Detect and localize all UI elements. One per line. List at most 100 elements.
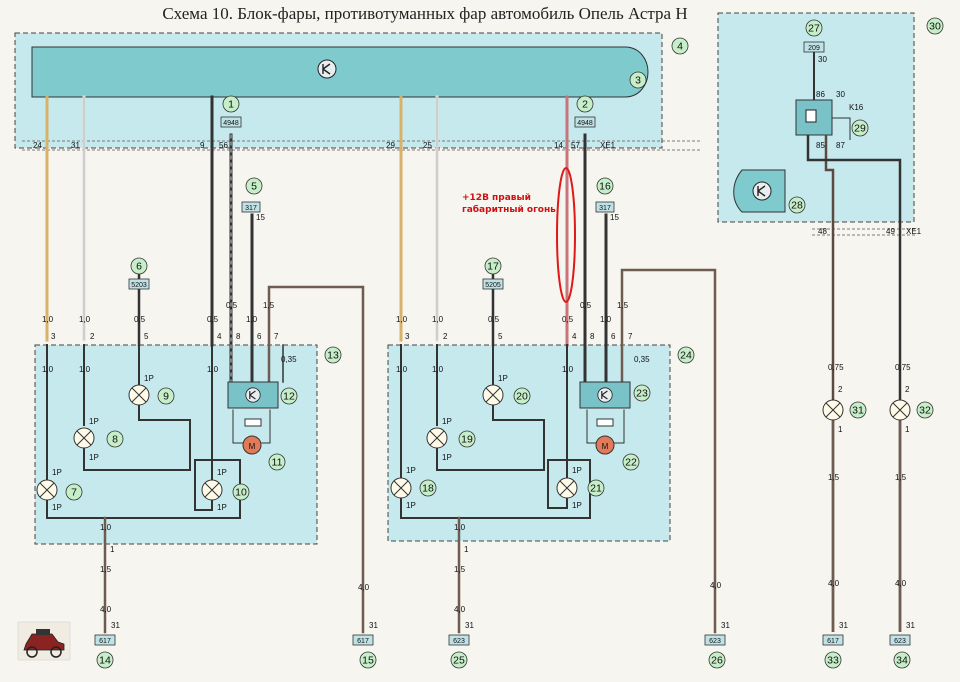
callout-circle: [130, 257, 148, 275]
svg-text:0,75: 0,75: [828, 363, 844, 372]
callout-circle: [671, 37, 689, 55]
wire-tag: 317: [245, 205, 257, 212]
svg-text:1,0: 1,0: [100, 523, 112, 532]
component-number: 25: [453, 655, 465, 667]
svg-text:24: 24: [33, 141, 42, 150]
svg-text:1,5: 1,5: [100, 565, 112, 574]
ground-tags: 617 617 623 623 1,0 617 623: [94, 634, 911, 646]
motor-icon: [595, 435, 615, 455]
svg-text:1P: 1P: [144, 374, 154, 383]
wire-tag: 4948: [223, 120, 239, 127]
svg-text:2: 2: [838, 385, 843, 394]
svg-text:1P: 1P: [572, 501, 582, 510]
callout-circle: [106, 430, 124, 448]
svg-text:6: 6: [611, 332, 616, 341]
callout-circle: [245, 177, 263, 195]
svg-text:1P: 1P: [572, 466, 582, 475]
leveling-actuator-left: M: [227, 381, 279, 455]
svg-text:4,0: 4,0: [828, 579, 840, 588]
svg-text:1,0: 1,0: [79, 315, 91, 324]
svg-text:5: 5: [144, 332, 149, 341]
svg-text:1: 1: [905, 425, 910, 434]
svg-text:15: 15: [610, 213, 619, 222]
svg-text:0,35: 0,35: [634, 355, 650, 364]
svg-text:1,0: 1,0: [600, 315, 612, 324]
svg-text:31: 31: [839, 621, 848, 630]
svg-text:1,5: 1,5: [454, 565, 466, 574]
component-number: 1: [228, 99, 234, 111]
svg-text:30: 30: [818, 55, 827, 64]
svg-text:1,0: 1,0: [42, 315, 54, 324]
component-number: 19: [461, 434, 473, 446]
svg-text:31: 31: [465, 621, 474, 630]
lamp-icon: [889, 399, 911, 421]
component-number: 9: [163, 391, 169, 403]
svg-text:85: 85: [816, 141, 825, 150]
component-number: 28: [791, 200, 803, 212]
wires-right: [399, 95, 717, 634]
svg-text:1: 1: [110, 545, 115, 554]
callout-circle: [893, 651, 911, 669]
callout-circle: [513, 387, 531, 405]
callout-circle: [622, 453, 640, 471]
callout-circle: [708, 651, 726, 669]
svg-text:86: 86: [816, 90, 825, 99]
callout-circle: [458, 430, 476, 448]
svg-text:7: 7: [274, 332, 279, 341]
svg-text:1,0: 1,0: [246, 315, 258, 324]
callout-circle: [788, 196, 806, 214]
svg-text:3: 3: [405, 332, 410, 341]
component-number: 32: [919, 405, 931, 417]
control-unit-icon: [752, 181, 772, 201]
component-number: 27: [808, 23, 820, 35]
lamp-icon: [201, 479, 223, 501]
highlight-ellipse: [556, 167, 576, 303]
svg-text:0,35: 0,35: [281, 355, 297, 364]
lamp-icon: [128, 384, 150, 406]
svg-text:56: 56: [219, 141, 228, 150]
svg-text:1,5: 1,5: [895, 473, 907, 482]
svg-text:3: 3: [51, 332, 56, 341]
svg-text:29: 29: [386, 141, 395, 150]
connector-label: XE1: [600, 141, 616, 150]
callout-circle: [587, 479, 605, 497]
svg-text:6: 6: [257, 332, 262, 341]
callout-circle: [484, 257, 502, 275]
callout-circle: [926, 17, 944, 35]
component-number: 29: [854, 123, 866, 135]
component-number: 3: [635, 75, 641, 87]
component-number: 20: [516, 391, 528, 403]
callout-circle: [805, 19, 823, 37]
lamp-icon: [482, 384, 504, 406]
component-number: 17: [487, 261, 499, 273]
lamp-icon: [36, 479, 58, 501]
component-number: 26: [711, 655, 723, 667]
wire-tag: 317: [599, 205, 611, 212]
svg-text:0,5: 0,5: [226, 301, 238, 310]
motor-icon: [242, 435, 262, 455]
svg-text:1P: 1P: [498, 374, 508, 383]
wire-tag: 617: [827, 638, 839, 645]
component-number: 21: [590, 483, 602, 495]
top-wire-tags: 4948 4948 317 317 5203 5205 209: [128, 41, 825, 290]
callout-circle: [633, 384, 651, 402]
lamp-icon: [426, 427, 448, 449]
svg-text:1: 1: [838, 425, 843, 434]
callout-circle: [65, 483, 83, 501]
component-number: 23: [636, 388, 648, 400]
svg-text:0,5: 0,5: [207, 315, 219, 324]
svg-text:31: 31: [369, 621, 378, 630]
callout-circle: [576, 95, 594, 113]
svg-text:49: 49: [886, 227, 895, 236]
svg-text:1,0: 1,0: [79, 365, 91, 374]
component-number: 33: [827, 655, 839, 667]
diagram-title: Схема 10. Блок-фары, противотуманных фар…: [162, 4, 687, 23]
svg-text:57: 57: [571, 141, 580, 150]
lamp-icon: [390, 477, 412, 499]
callout-circle: [222, 95, 240, 113]
svg-text:1,5: 1,5: [828, 473, 840, 482]
wire-tag: 623: [453, 638, 465, 645]
svg-text:4: 4: [572, 332, 577, 341]
component-number: 31: [852, 405, 864, 417]
